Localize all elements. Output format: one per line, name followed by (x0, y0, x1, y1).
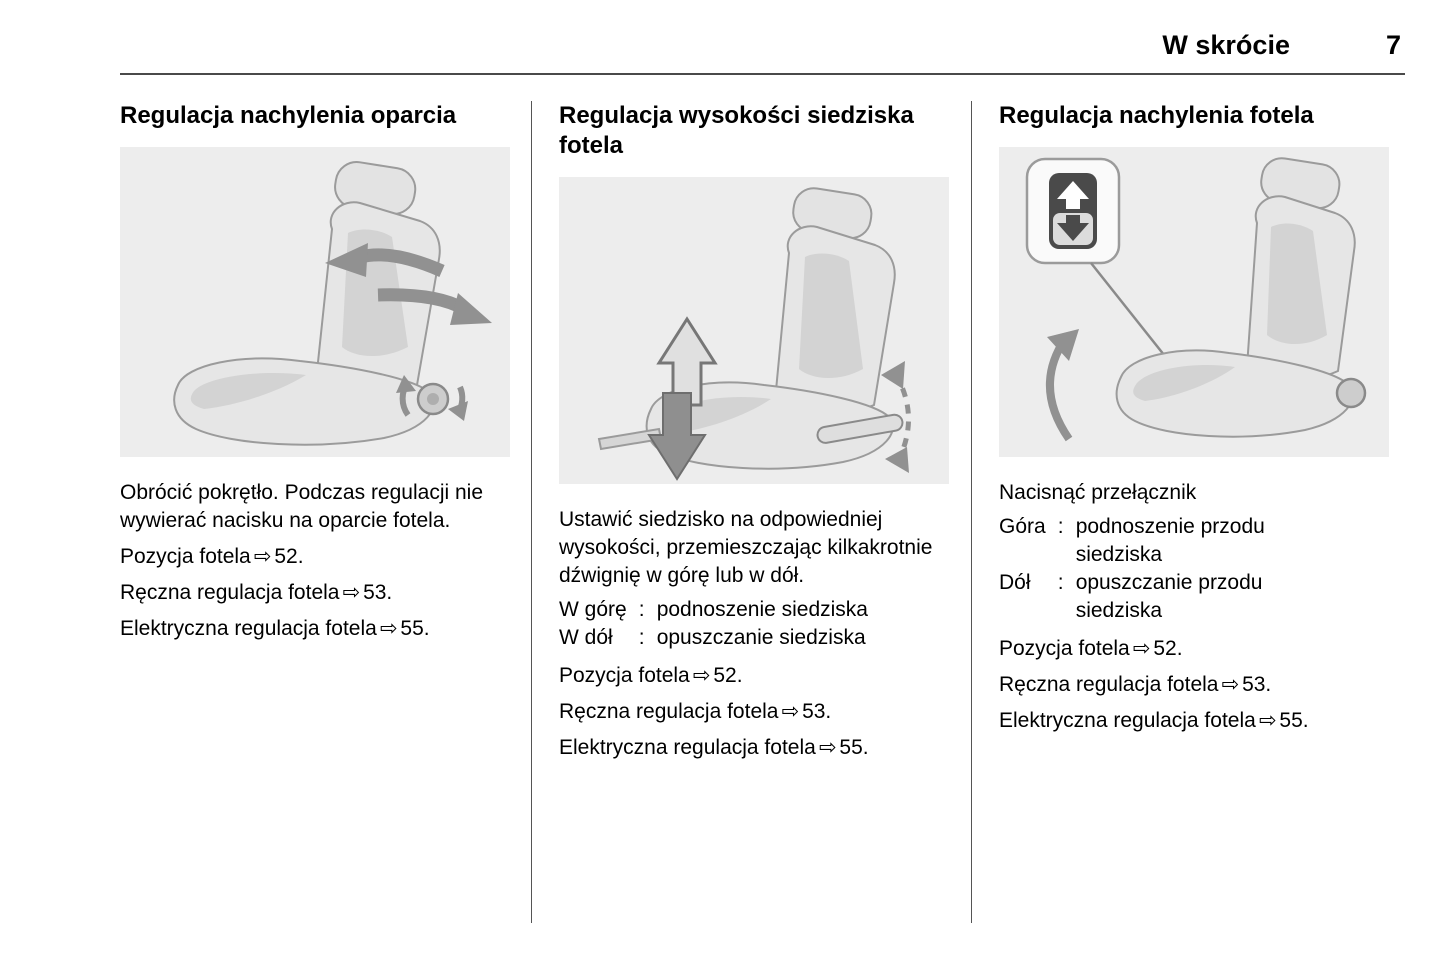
seat-backrest-tilt-illustration (120, 147, 510, 457)
definition-description: opuszczanie przodu siedziska (1075, 571, 1263, 622)
page-ref-arrow-icon: ⇨ (692, 664, 711, 687)
page-ref-arrow-icon: ⇨ (1221, 673, 1240, 696)
ref-page: 53. (802, 700, 832, 723)
definition-description: podnoszenie przodu siedziska (1075, 515, 1265, 566)
column-backrest-tilt: Regulacja nachylenia oparcia (120, 101, 531, 923)
ref-page: 55. (400, 617, 430, 640)
ref-label: Elektryczna regulacja fotela (120, 617, 377, 640)
column-seat-height: Regulacja wysokości siedziska fotela (531, 101, 971, 923)
page-ref-arrow-icon: ⇨ (781, 700, 800, 723)
definition-separator: : (638, 626, 645, 649)
definition-description: opuszczanie siedziska (656, 626, 866, 649)
cross-reference: Elektryczna regulacja fotela⇨55. (120, 615, 509, 643)
ref-page: 52. (713, 664, 743, 687)
definition-separator: : (1057, 515, 1064, 538)
definition-separator: : (1057, 571, 1064, 594)
ref-label: Pozycja fotela (120, 545, 251, 568)
seat-height-adjust-illustration (559, 177, 949, 484)
page-ref-arrow-icon: ⇨ (379, 617, 398, 640)
instruction-text: Obrócić pokrętło. Podczas regulacji nie … (120, 481, 484, 532)
cross-reference: Elektryczna regulacja fotela⇨55. (999, 707, 1405, 735)
ref-label: Pozycja fotela (559, 664, 690, 687)
definition-description: podnoszenie siedziska (656, 598, 868, 621)
cross-reference: Elektryczna regulacja fotela⇨55. (559, 734, 951, 762)
page-header: W skrócie 7 (120, 0, 1405, 75)
ref-page: 52. (274, 545, 304, 568)
definition-term: Góra (999, 515, 1046, 538)
page-ref-arrow-icon: ⇨ (342, 581, 361, 604)
ref-page: 55. (839, 736, 869, 759)
seat-tilt-switch-illustration (999, 147, 1389, 457)
definition-term: Dół (999, 571, 1031, 594)
definition-list: Góra : podnoszenie przodu siedziska Dół … (999, 513, 1405, 625)
definition-term: W górę (559, 598, 627, 621)
page-title: W skrócie (1162, 30, 1290, 60)
cross-reference: Pozycja fotela⇨52. (120, 543, 509, 571)
page-ref-arrow-icon: ⇨ (1132, 637, 1151, 660)
cross-reference: Pozycja fotela⇨52. (999, 635, 1405, 663)
ref-page: 53. (363, 581, 393, 604)
definition-term: W dół (559, 626, 613, 649)
ref-label: Elektryczna regulacja fotela (559, 736, 816, 759)
section-heading: Regulacja nachylenia oparcia (120, 102, 457, 129)
section-heading: Regulacja nachylenia fotela (999, 102, 1314, 129)
ref-label: Ręczna regulacja fotela (999, 673, 1219, 696)
ref-page: 55. (1279, 709, 1309, 732)
instruction-text: Ustawić siedzisko na odpowiedniej wysoko… (559, 508, 933, 587)
cross-reference: Ręczna regulacja fotela⇨53. (999, 671, 1405, 699)
cross-reference: Ręczna regulacja fotela⇨53. (559, 698, 951, 726)
ref-label: Pozycja fotela (999, 637, 1130, 660)
definition-list: W górę : podnoszenie siedziska W dół : o… (559, 596, 951, 652)
cross-reference: Pozycja fotela⇨52. (559, 662, 951, 690)
ref-label: Elektryczna regulacja fotela (999, 709, 1256, 732)
instruction-text: Nacisnąć przełącznik (999, 481, 1197, 504)
page-ref-arrow-icon: ⇨ (253, 545, 272, 568)
page-ref-arrow-icon: ⇨ (1258, 709, 1277, 732)
ref-page: 53. (1242, 673, 1272, 696)
definition-separator: : (638, 598, 645, 621)
ref-label: Ręczna regulacja fotela (120, 581, 340, 604)
cross-reference: Ręczna regulacja fotela⇨53. (120, 579, 509, 607)
ref-label: Ręczna regulacja fotela (559, 700, 779, 723)
page-number: 7 (1385, 30, 1401, 60)
column-seat-tilt: Regulacja nachylenia fotela (971, 101, 1405, 923)
ref-page: 52. (1153, 637, 1183, 660)
section-heading: Regulacja wysokości siedziska fotela (559, 102, 914, 159)
content-columns: Regulacja nachylenia oparcia (120, 101, 1405, 923)
page-ref-arrow-icon: ⇨ (818, 736, 837, 759)
